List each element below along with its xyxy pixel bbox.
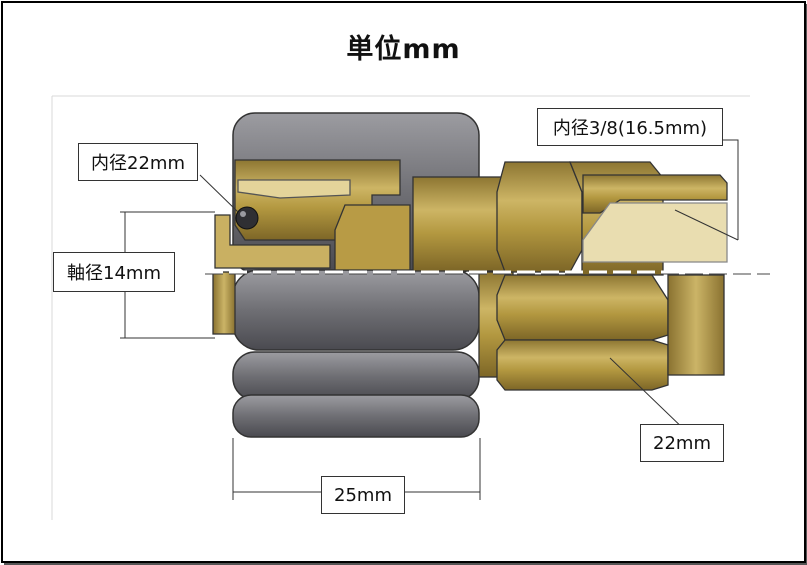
leader-lines bbox=[199, 139, 739, 436]
length-label: 25mm bbox=[321, 476, 405, 514]
ball-bearing bbox=[235, 206, 259, 230]
hex-size-label: 22mm bbox=[640, 424, 724, 462]
diagram-title: 単位mm bbox=[346, 34, 461, 65]
brass-inner-body bbox=[214, 159, 411, 271]
shaft-diameter-label: 軸径14mm bbox=[53, 252, 175, 292]
inner-diameter-right-label: 内径3/8(16.5mm) bbox=[537, 108, 723, 146]
inner-diameter-left-label: 内径22mm bbox=[78, 143, 198, 181]
background-guides bbox=[51, 95, 750, 520]
brass-shaft-bottom bbox=[212, 271, 236, 335]
rubber-sleeve bbox=[232, 112, 480, 438]
